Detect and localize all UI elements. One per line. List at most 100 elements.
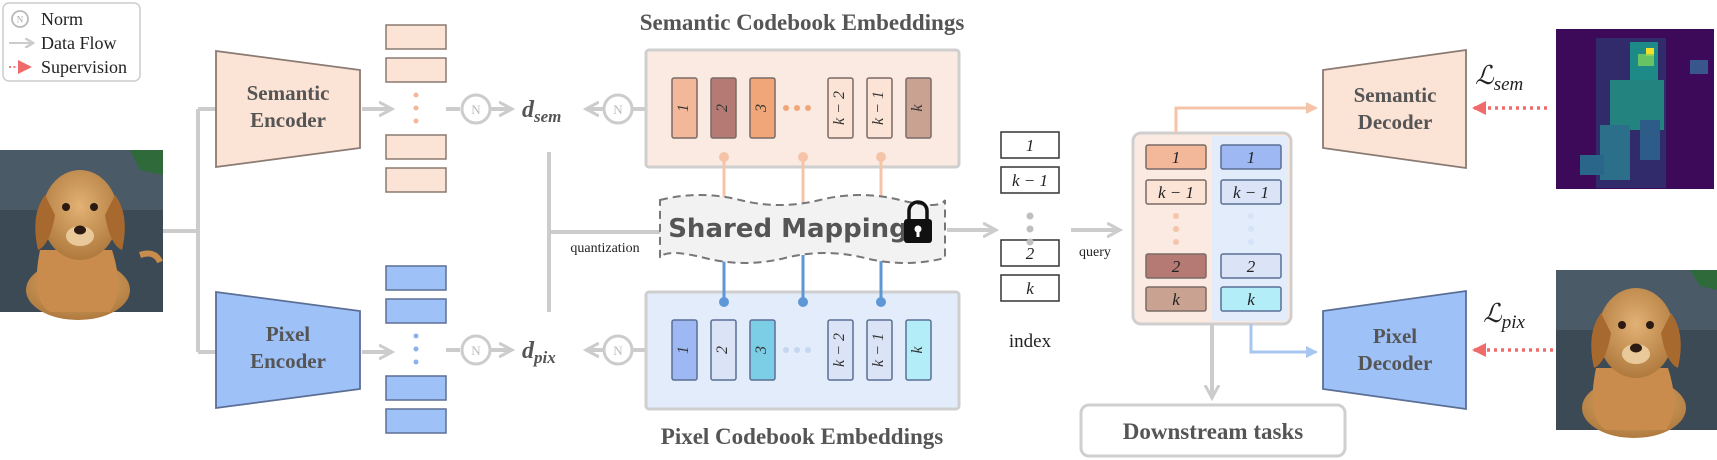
pixel-codebook-cells: 1 2 3 k − 2 k − 1 k	[671, 319, 932, 381]
pixel-loss-label: ℒpix	[1483, 299, 1526, 333]
input-image	[0, 150, 163, 320]
semantic-encoder-label-1: Semantic	[247, 81, 330, 105]
norm-icon: N	[460, 93, 492, 125]
semantic-codebook-cell-5: k − 1	[866, 77, 893, 139]
index-cell: k − 1	[1000, 166, 1060, 194]
semantic-codebook-ellipsis	[783, 105, 811, 111]
legend-flow-label: Data Flow	[41, 33, 117, 53]
retrieved-semantic-cell: k	[1145, 286, 1207, 312]
pixel-codebook-cell-3: 3	[749, 319, 776, 381]
retrieved-semantic-cell: 2	[1145, 253, 1207, 279]
svg-text:N: N	[17, 15, 24, 25]
shared-mapping-box: Shared Mapping	[659, 194, 946, 264]
pixel-codebook-cell-label: k − 2	[831, 333, 848, 367]
semantic-codebook-cell-label: 1	[675, 104, 692, 112]
semantic-loss-label: ℒsem	[1475, 61, 1523, 95]
pixel-codebook-cell-label: 2	[714, 346, 731, 354]
retrieved-semantic-cell-label: 2	[1172, 257, 1181, 276]
index-dots	[1026, 212, 1034, 246]
svg-text:N: N	[471, 102, 481, 117]
pixel-codebook-cell-label: k	[909, 346, 926, 354]
semantic-codebook-cell-label: k − 1	[870, 91, 887, 125]
semantic-feature-stack	[385, 24, 447, 193]
semantic-codebook-cell-6: k	[905, 77, 932, 139]
index-cell-label: k − 1	[1012, 171, 1048, 190]
semantic-codebook-cell-2: 2	[710, 77, 737, 139]
reconstructed-image	[1556, 270, 1717, 438]
semantic-codebook-title: Semantic Codebook Embeddings	[640, 10, 965, 35]
index-cell-label: k	[1026, 279, 1034, 298]
norm-icon: N	[602, 334, 634, 366]
semantic-codebook-cell-label: k	[909, 104, 926, 112]
semantic-decoder-label-1: Semantic	[1354, 83, 1437, 107]
pixel-codebook-cell-5: k − 1	[866, 319, 893, 381]
shared-mapping-label: Shared Mapping	[668, 214, 908, 244]
input-flow-lines	[163, 107, 216, 354]
semantic-codebook-cell-3: 3	[749, 77, 776, 139]
pixel-codebook-cell-1: 1	[671, 319, 698, 381]
distance-semantic: dsem	[522, 97, 561, 126]
index-cell: k	[1000, 274, 1060, 302]
retrieved-pixel-cell: k	[1220, 286, 1282, 312]
pixel-codebook-cell-4: k − 2	[827, 319, 854, 381]
pixel-feature-stack	[385, 265, 447, 434]
retrieved-pixel-cell: 1	[1220, 144, 1282, 170]
semantic-codebook-cell-1: 1	[671, 77, 698, 139]
svg-text:N: N	[613, 343, 623, 358]
pixel-encoder: Pixel Encoder	[215, 290, 361, 410]
retrieved-dots	[1173, 213, 1254, 245]
retrieved-pixel-cells: 1 k − 1 2 k	[1220, 144, 1282, 312]
pixel-decoder-label-1: Pixel	[1373, 324, 1417, 348]
quantization-bracket	[547, 152, 660, 312]
lock-icon	[904, 200, 932, 243]
pixel-encoder-label-1: Pixel	[266, 322, 310, 346]
retrieved-semantic-cells: 1 k − 1 2 k	[1145, 144, 1207, 312]
pixel-codebook-title: Pixel Codebook Embeddings	[661, 424, 943, 449]
legend-norm-label: Norm	[41, 9, 83, 29]
index-cell-label: 1	[1026, 136, 1035, 155]
retrieved-semantic-cell: 1	[1145, 144, 1207, 170]
index-label: index	[1009, 331, 1052, 352]
retrieved-pixel-cell: k − 1	[1220, 179, 1282, 205]
norm-icon: N	[602, 93, 634, 125]
pixel-decoder: Pixel Decoder	[1322, 289, 1467, 411]
retrieved-pixel-cell-label: k − 1	[1233, 183, 1269, 202]
index-cell-label: 2	[1026, 244, 1035, 263]
semantic-decoder-arrow	[1174, 102, 1318, 133]
pixel-codebook-cell-label: 3	[753, 346, 770, 355]
semantic-codebook-cells: 1 2 3 k − 2 k − 1 k	[671, 77, 932, 139]
semantic-decoder: Semantic Decoder	[1322, 48, 1467, 170]
retrieved-semantic-cell-label: 1	[1172, 148, 1181, 167]
index-cell: 1	[1000, 131, 1060, 159]
pixel-codebook-cell-6: k	[905, 319, 932, 381]
retrieved-pixel-cell-label: 2	[1247, 257, 1256, 276]
retrieved-semantic-cell: k − 1	[1145, 179, 1207, 205]
norm-icon: N	[11, 10, 29, 28]
retrieved-semantic-cell-label: k	[1172, 290, 1180, 309]
retrieved-semantic-cell-label: k − 1	[1158, 183, 1194, 202]
semantic-codebook-cell-label: 3	[753, 104, 770, 113]
query-label: query	[1079, 245, 1111, 260]
semantic-codebook-cell-label: k − 2	[831, 91, 848, 125]
pixel-codebook-cell-2: 2	[710, 319, 737, 381]
pixel-encoder-label-2: Encoder	[250, 349, 326, 373]
legend: N Norm Data Flow Supervision	[2, 2, 141, 82]
quantization-label: quantization	[570, 241, 639, 256]
retrieved-pixel-cell-label: 1	[1247, 148, 1256, 167]
pixel-codebook-cell-label: k − 1	[870, 333, 887, 367]
downstream-box	[1079, 403, 1347, 458]
pixel-codebook-ellipsis	[783, 347, 811, 353]
svg-text:N: N	[471, 343, 481, 358]
semantic-decoder-label-2: Decoder	[1358, 110, 1433, 134]
semantic-encoder: Semantic Encoder	[215, 49, 361, 169]
pixel-codebook-cell-label: 1	[675, 346, 692, 354]
pixel-decoder-label-2: Decoder	[1358, 351, 1433, 375]
semantic-feature-map-image	[1556, 29, 1714, 189]
svg-text:N: N	[613, 102, 623, 117]
retrieved-pixel-cell: 2	[1220, 253, 1282, 279]
legend-supervision-label: Supervision	[41, 57, 127, 77]
retrieved-pixel-cell-label: k	[1247, 290, 1255, 309]
pixel-mapping-connectors	[719, 255, 886, 307]
semantic-encoder-label-2: Encoder	[250, 108, 326, 132]
